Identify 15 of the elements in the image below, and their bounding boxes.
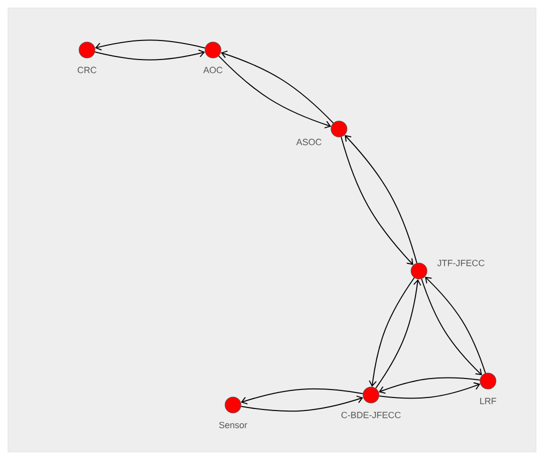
node-label: CRC — [78, 66, 96, 74]
arrow — [94, 50, 205, 60]
arrow — [240, 388, 364, 404]
arrow — [375, 279, 422, 389]
arrow — [368, 277, 415, 387]
arrow — [378, 382, 480, 399]
node-label: Sensor — [219, 422, 248, 428]
node-label: C-BDE-JFECC — [341, 412, 401, 418]
node-label: ASOC — [296, 138, 322, 146]
arrow — [240, 396, 364, 412]
node-label: LRF — [480, 398, 496, 404]
arrow — [378, 377, 480, 394]
node-label: JTF-JFECC — [437, 260, 484, 266]
node-label: AOC — [203, 66, 222, 74]
arrow — [95, 40, 206, 50]
